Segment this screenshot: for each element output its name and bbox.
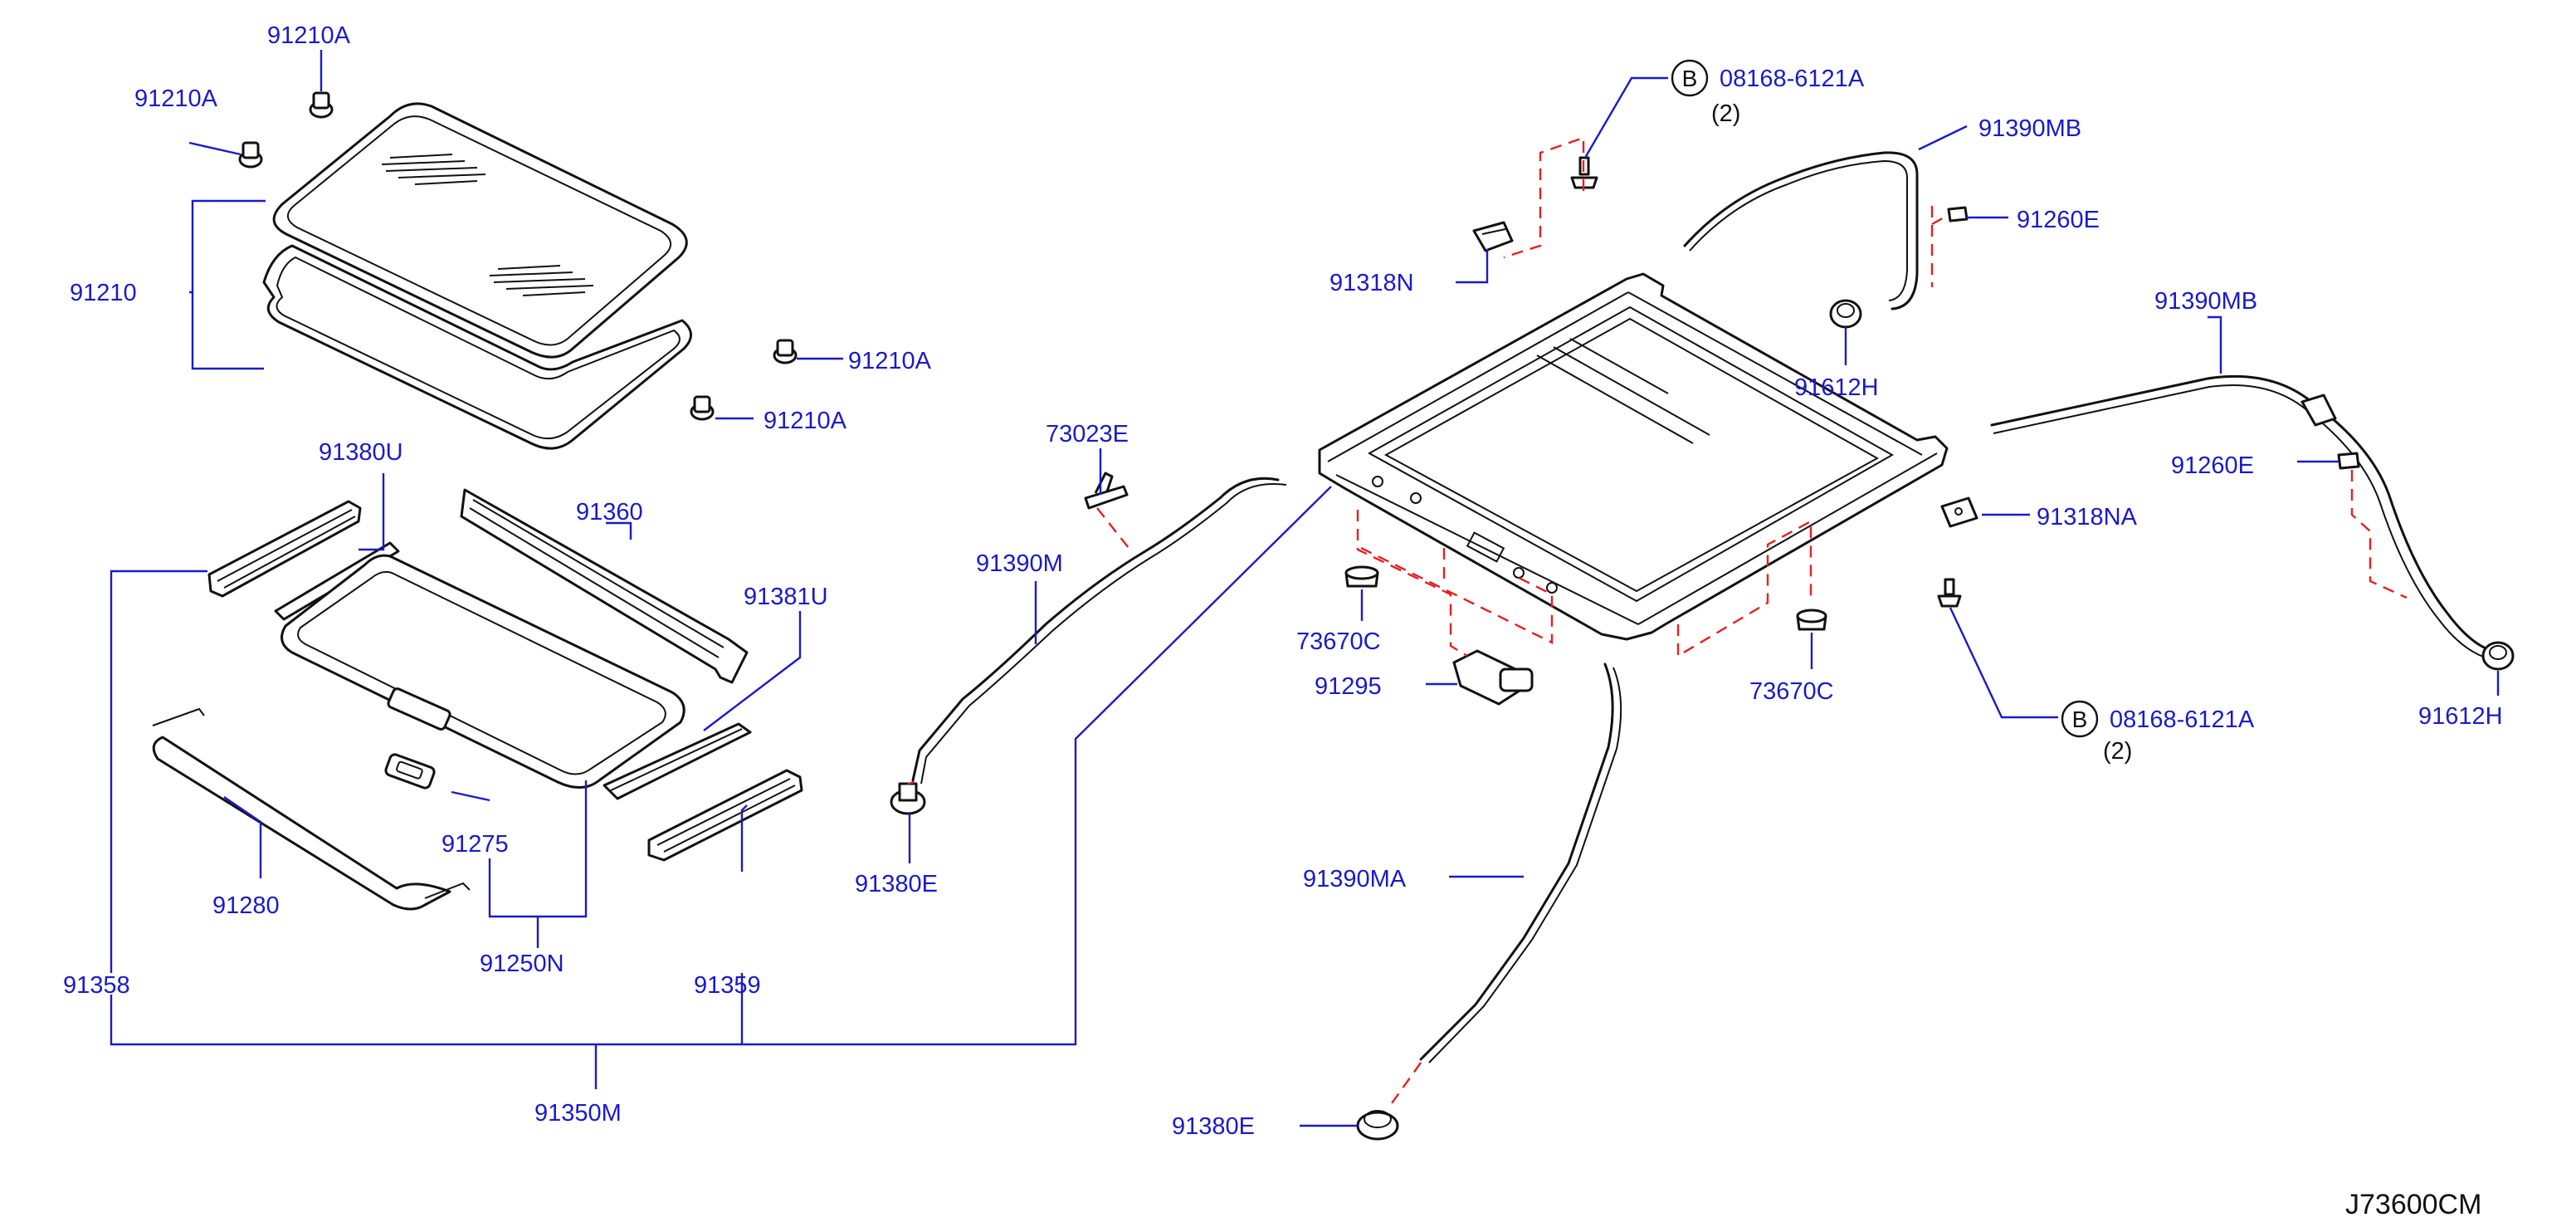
svg-text:B: B: [1682, 66, 1698, 91]
sunshade-91280: [152, 707, 471, 911]
label-91612H: 91612H: [1794, 374, 1879, 401]
label-91380U: 91380U: [319, 439, 403, 466]
svg-text:B: B: [2072, 706, 2088, 732]
bolt-91210A-top: [309, 91, 334, 119]
clip-91260E-2: [2337, 452, 2360, 470]
rail-91380U: [207, 500, 362, 598]
label-91360: 91360: [576, 499, 643, 526]
label-91210: 91210: [70, 280, 137, 306]
label-91210A: 91210A: [134, 86, 218, 112]
label-91381U: 91381U: [744, 584, 828, 610]
label-91390MA: 91390MA: [1303, 866, 1407, 892]
clip-91260E-1: [1947, 206, 1969, 222]
label-91390MB: 91390MB: [2154, 288, 2257, 315]
sunshade-frame-91250N: [281, 554, 685, 789]
bracket-73023E: [1084, 472, 1129, 510]
bolt-91210A-right-1: [773, 339, 798, 364]
clip-73670C-left: [1344, 565, 1379, 588]
install-guides: [907, 136, 2408, 1110]
b-symbol-right: B: [2061, 700, 2099, 738]
drain-hose-91390M: [911, 477, 1287, 785]
label-91350M: 91350M: [534, 1100, 622, 1127]
drain-hose-91390MB-1: [1683, 151, 1919, 310]
bracket-91318N: [1472, 221, 1514, 252]
quantity-label: (2): [1711, 100, 1740, 127]
bracket-91318NA: [1940, 496, 1978, 528]
label-73670C: 73670C: [1749, 678, 1834, 705]
label-91390MB: 91390MB: [1978, 115, 2081, 142]
bolt-91210A-left: [238, 141, 263, 169]
glass-lid-91210: [272, 102, 688, 359]
bolt-08168-right: [1937, 578, 1962, 608]
motor-91295: [1452, 649, 1534, 706]
label-91260E: 91260E: [2017, 207, 2100, 233]
label-91275: 91275: [442, 831, 509, 858]
drain-channel-91360: [460, 488, 749, 684]
grommet-91612H-1: [1829, 299, 1862, 329]
label-91250N: 91250N: [480, 951, 564, 977]
label-91390M: 91390M: [976, 550, 1063, 577]
main-frame: [1318, 272, 1949, 641]
grommet-91612H-2: [2481, 641, 2515, 671]
grommet-91380E-1: [890, 782, 926, 815]
label-91318N: 91318N: [1329, 270, 1414, 296]
label-73023E: 73023E: [1046, 421, 1129, 447]
label-91260E: 91260E: [2171, 452, 2254, 479]
b-symbol-top: B: [1671, 59, 1709, 97]
label-91318NA: 91318NA: [2037, 504, 2138, 530]
label-91210A: 91210A: [267, 22, 351, 49]
label-91380E: 91380E: [855, 871, 938, 897]
callout-leaders: [110, 50, 2500, 1127]
bolt-91210A-right-2: [690, 395, 715, 421]
label-08168-6121A: 08168-6121A: [2110, 706, 2255, 733]
rail-91359: [647, 769, 803, 862]
clip-73670C-right: [1796, 609, 1827, 631]
label-91210A: 91210A: [848, 348, 932, 374]
label-91612H: 91612H: [2418, 703, 2503, 730]
label-91210A: 91210A: [764, 408, 847, 434]
handle-91275: [384, 753, 436, 790]
quantity-label: (2): [2103, 738, 2132, 765]
drain-hose-91390MA: [1419, 662, 1622, 1063]
label-73670C: 73670C: [1296, 628, 1381, 655]
label-91295: 91295: [1315, 673, 1382, 700]
glass-seal: [262, 244, 692, 450]
rail-91381U: [603, 722, 752, 800]
label-91359: 91359: [694, 972, 761, 999]
callout-labels: 91210A 91210A 91210 91210A 91210A 91380U…: [63, 22, 2503, 1140]
label-91280: 91280: [212, 892, 280, 919]
label-08168-6121A: 08168-6121A: [1720, 66, 1865, 92]
grommet-91380E-2: [1356, 1110, 1399, 1141]
diagram-code: J73600CM: [2345, 1189, 2481, 1220]
label-91380E: 91380E: [1172, 1113, 1255, 1140]
drain-hose-91390MB-2: [1990, 375, 2500, 662]
label-91358: 91358: [63, 972, 130, 999]
